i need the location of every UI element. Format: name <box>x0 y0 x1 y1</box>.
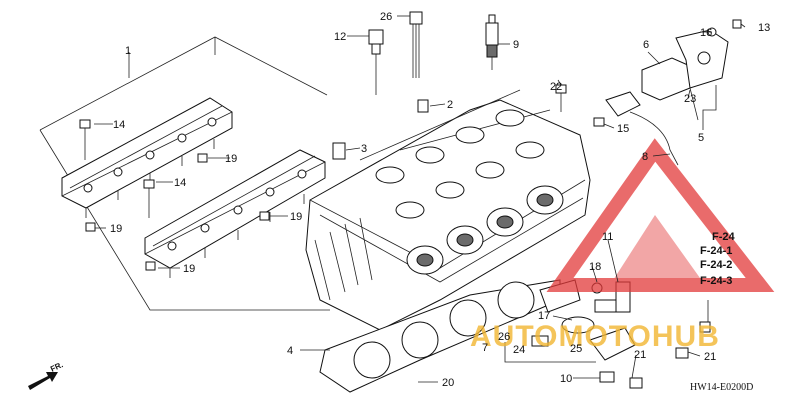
label-1: 1 <box>125 45 131 57</box>
label-21b: 21 <box>634 349 646 361</box>
label-23: 23 <box>684 93 696 105</box>
label-10: 10 <box>560 373 572 385</box>
spark-plug <box>485 14 499 70</box>
label-14b: 14 <box>174 177 186 189</box>
label-2: 2 <box>447 99 453 111</box>
label-15: 15 <box>617 123 629 135</box>
camshaft-holder-lower <box>144 149 326 278</box>
front-arrow-icon <box>28 372 58 390</box>
label-6: 6 <box>643 39 649 51</box>
label-14a: 14 <box>113 119 125 131</box>
label-4: 4 <box>287 345 293 357</box>
label-24: 24 <box>513 344 525 356</box>
label-5: 5 <box>698 132 704 144</box>
label-22: 22 <box>550 81 562 93</box>
front-marker: FR. <box>49 360 64 374</box>
part-labels: 1 2 3 4 5 6 7 8 9 10 11 12 13 14 14 15 1… <box>110 11 770 389</box>
label-25: 25 <box>570 343 582 355</box>
holder-bolts <box>79 119 155 218</box>
label-20: 20 <box>442 377 454 389</box>
ref-f24-2: F-24-2 <box>700 259 732 271</box>
dowel-pins <box>85 153 270 271</box>
watermark-text: AUTOMOTOHUB <box>470 320 720 353</box>
label-12: 12 <box>334 31 346 43</box>
head-gasket <box>319 279 561 393</box>
label-19b: 19 <box>110 223 122 235</box>
watermark-logo <box>546 138 775 292</box>
ref-f24-1: F-24-1 <box>700 245 732 257</box>
sleeves <box>332 99 429 160</box>
label-21a: 21 <box>704 351 716 363</box>
label-11: 11 <box>602 231 613 243</box>
label-26a: 26 <box>380 11 392 23</box>
head-bolts <box>368 11 423 95</box>
ref-f24: F-24 <box>712 231 736 243</box>
label-3: 3 <box>361 143 367 155</box>
diagram-code: HW14-E0200D <box>690 382 753 393</box>
label-18: 18 <box>589 261 601 273</box>
label-7: 7 <box>482 342 488 354</box>
label-13: 13 <box>758 22 770 34</box>
reference-labels: F-24 F-24-1 F-24-2 F-24-3 <box>700 231 736 287</box>
cylinder-head <box>305 89 591 331</box>
sensor-bracket-assembly <box>593 19 742 166</box>
camshaft-holder-upper <box>61 97 233 218</box>
label-9: 9 <box>513 39 519 51</box>
label-26b: 26 <box>498 331 510 343</box>
label-17: 17 <box>538 310 550 322</box>
ref-f24-3: F-24-3 <box>700 275 732 287</box>
label-19d: 19 <box>183 263 195 275</box>
label-19a: 19 <box>225 153 237 165</box>
label-19c: 19 <box>290 211 302 223</box>
leader-lines <box>94 15 746 383</box>
label-16: 16 <box>700 27 712 39</box>
label-8: 8 <box>642 151 648 163</box>
